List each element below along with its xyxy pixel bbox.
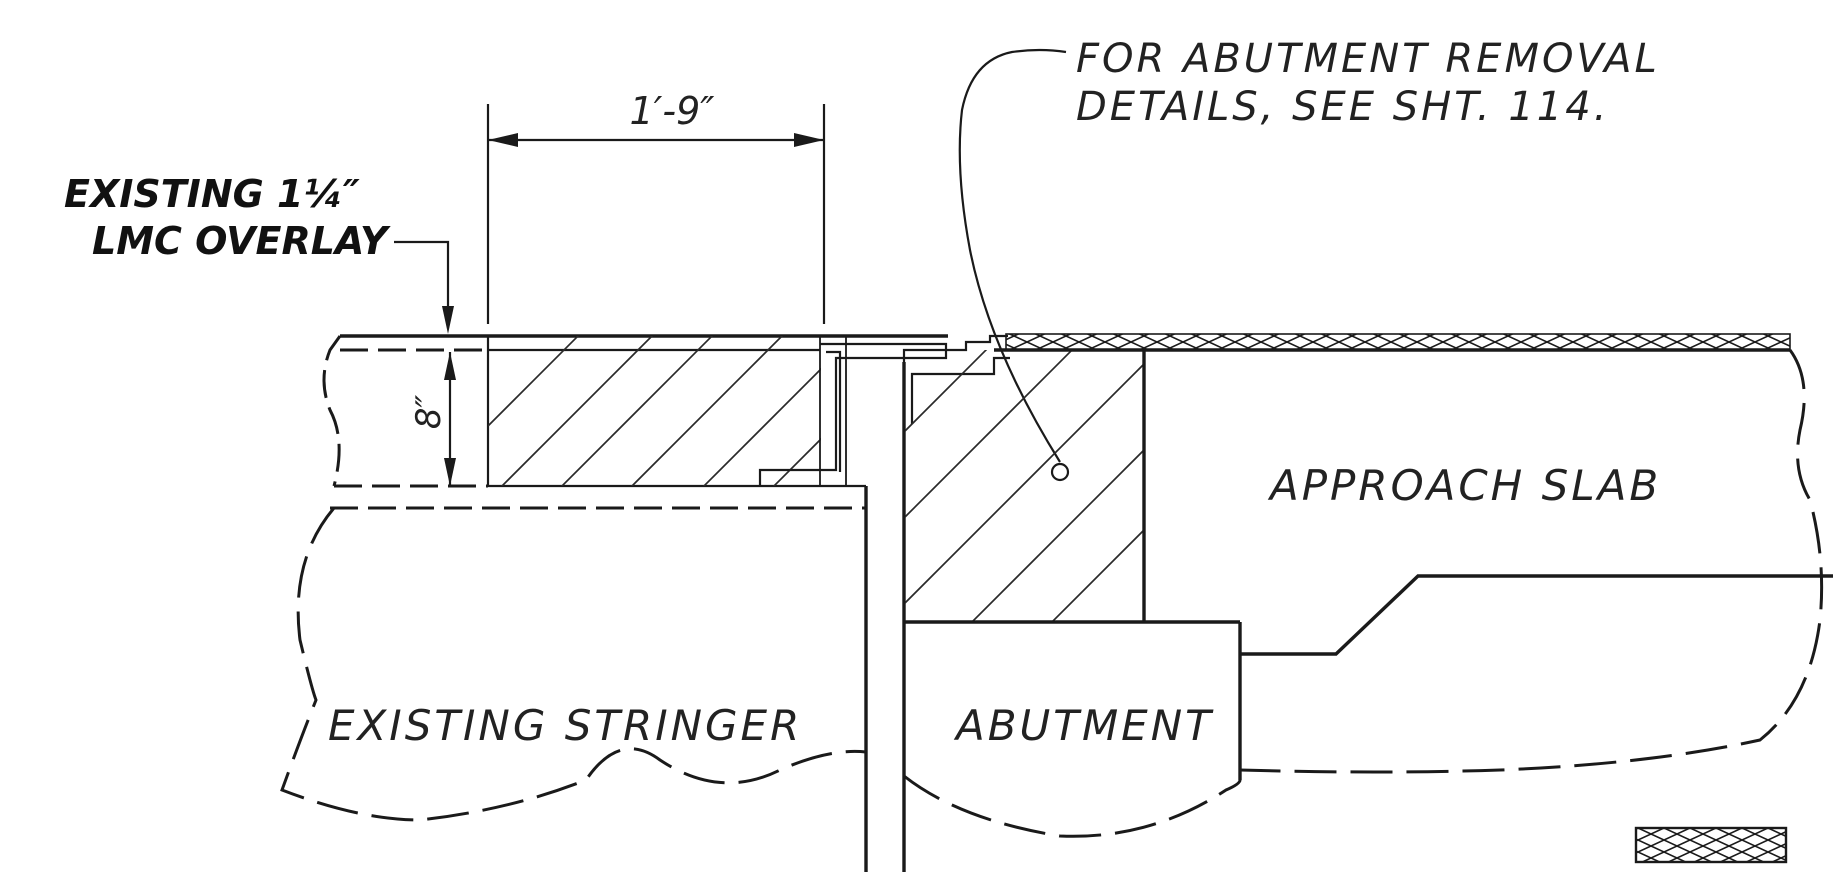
dimension-width: 1′-9″ [486,89,826,324]
leader-endpoint-circle [1050,462,1070,482]
dimension-width-label: 1′-9″ [630,89,715,133]
removal-note: FOR ABUTMENT REMOVAL DETAILS, SEE SHT. 1… [958,36,1660,482]
dimension-arrow-left [488,133,518,147]
note-line2: DETAILS, SEE SHT. 114. [1076,84,1609,130]
deck-removal-hatch [488,336,821,486]
approach-slab: APPROACH SLAB [994,333,1833,774]
overlay-leader-arrow [442,306,454,334]
approach-slab-overlay-pattern [1005,333,1791,351]
legend-crosshatch-swatch [1634,826,1788,864]
existing-stringer: EXISTING STRINGER [280,486,868,872]
overlay-label-line1: EXISTING 1¼″ [64,172,360,216]
dimension-depth: 8″ [409,352,456,486]
abutment-section: ABUTMENT [902,334,1242,872]
dimension-arrow-right [794,133,824,147]
depth-arrow-top [444,352,456,380]
abutment-label: ABUTMENT [953,701,1214,750]
approach-slab-label: APPROACH SLAB [1267,461,1661,510]
overlay-callout: EXISTING 1¼″ LMC OVERLAY [64,172,454,334]
existing-stringer-label: EXISTING STRINGER [328,701,802,750]
dimension-depth-label: 8″ [409,395,449,430]
abutment-removal-hatch [905,350,1145,622]
note-line1: FOR ABUTMENT REMOVAL [1076,36,1660,82]
overlay-label-line2: LMC OVERLAY [92,219,391,263]
existing-deck-section [322,334,948,510]
depth-arrow-bottom [444,458,456,486]
